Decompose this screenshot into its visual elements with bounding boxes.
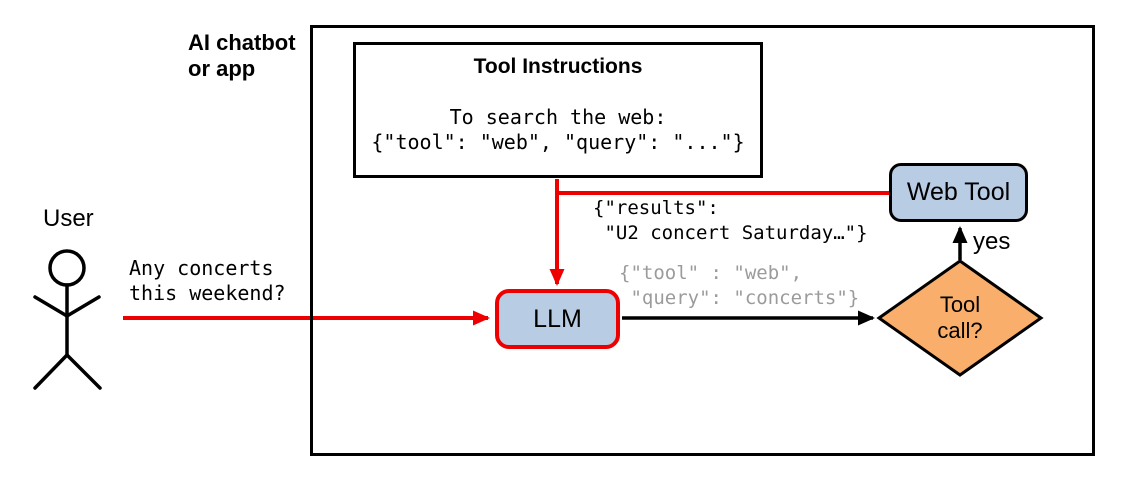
- yes-branch-label: yes: [973, 228, 1011, 255]
- tool-instructions-body-line2: {"tool": "web", "query": "..."}: [371, 130, 745, 154]
- tool-call-diamond: [876, 259, 1044, 377]
- tool-instructions-title: Tool Instructions: [473, 55, 643, 78]
- tool-call-label-line2: call?: [937, 318, 983, 343]
- app-boundary-box: [310, 25, 1095, 456]
- llm-label: LLM: [533, 304, 582, 333]
- tool-call-json-line2: "query": "concerts"}: [619, 287, 860, 309]
- user-question-line2: this weekend?: [129, 281, 286, 305]
- web-tool-box: Web Tool: [889, 163, 1028, 222]
- tool-results-line2: "U2 concert Saturday…"}: [593, 222, 868, 244]
- web-tool-label: Web Tool: [906, 178, 1011, 206]
- stick-figure-head: [48, 249, 86, 287]
- user-question-line1: Any concerts: [129, 256, 274, 280]
- stick-figure-arm-left: [33, 295, 69, 318]
- llm-box: LLM: [495, 289, 620, 349]
- app-label-line2: or app: [188, 56, 256, 81]
- tool-call-json-line1: {"tool" : "web",: [619, 262, 803, 284]
- tool-call-annotation: {"tool" : "web", "query": "concerts"}: [619, 261, 859, 311]
- tool-instructions-body-line1: To search the web:: [449, 105, 667, 129]
- tool-results-annotation: {"results": "U2 concert Saturday…"}: [593, 196, 868, 246]
- stick-figure-leg-left: [33, 353, 69, 390]
- tool-instructions-note: Tool Instructions To search the web:{"to…: [353, 42, 763, 178]
- stick-figure-leg-right: [65, 353, 102, 390]
- tool-call-label-line1: Tool: [939, 292, 981, 317]
- tool-results-line1: {"results":: [593, 197, 719, 219]
- stick-figure-arm-right: [65, 295, 101, 318]
- user-label: User: [43, 205, 94, 232]
- tool-instructions-body: To search the web:{"tool": "web", "query…: [356, 105, 760, 155]
- user-stick-figure: [33, 249, 102, 390]
- app-label-line1: AI chatbot: [188, 30, 296, 55]
